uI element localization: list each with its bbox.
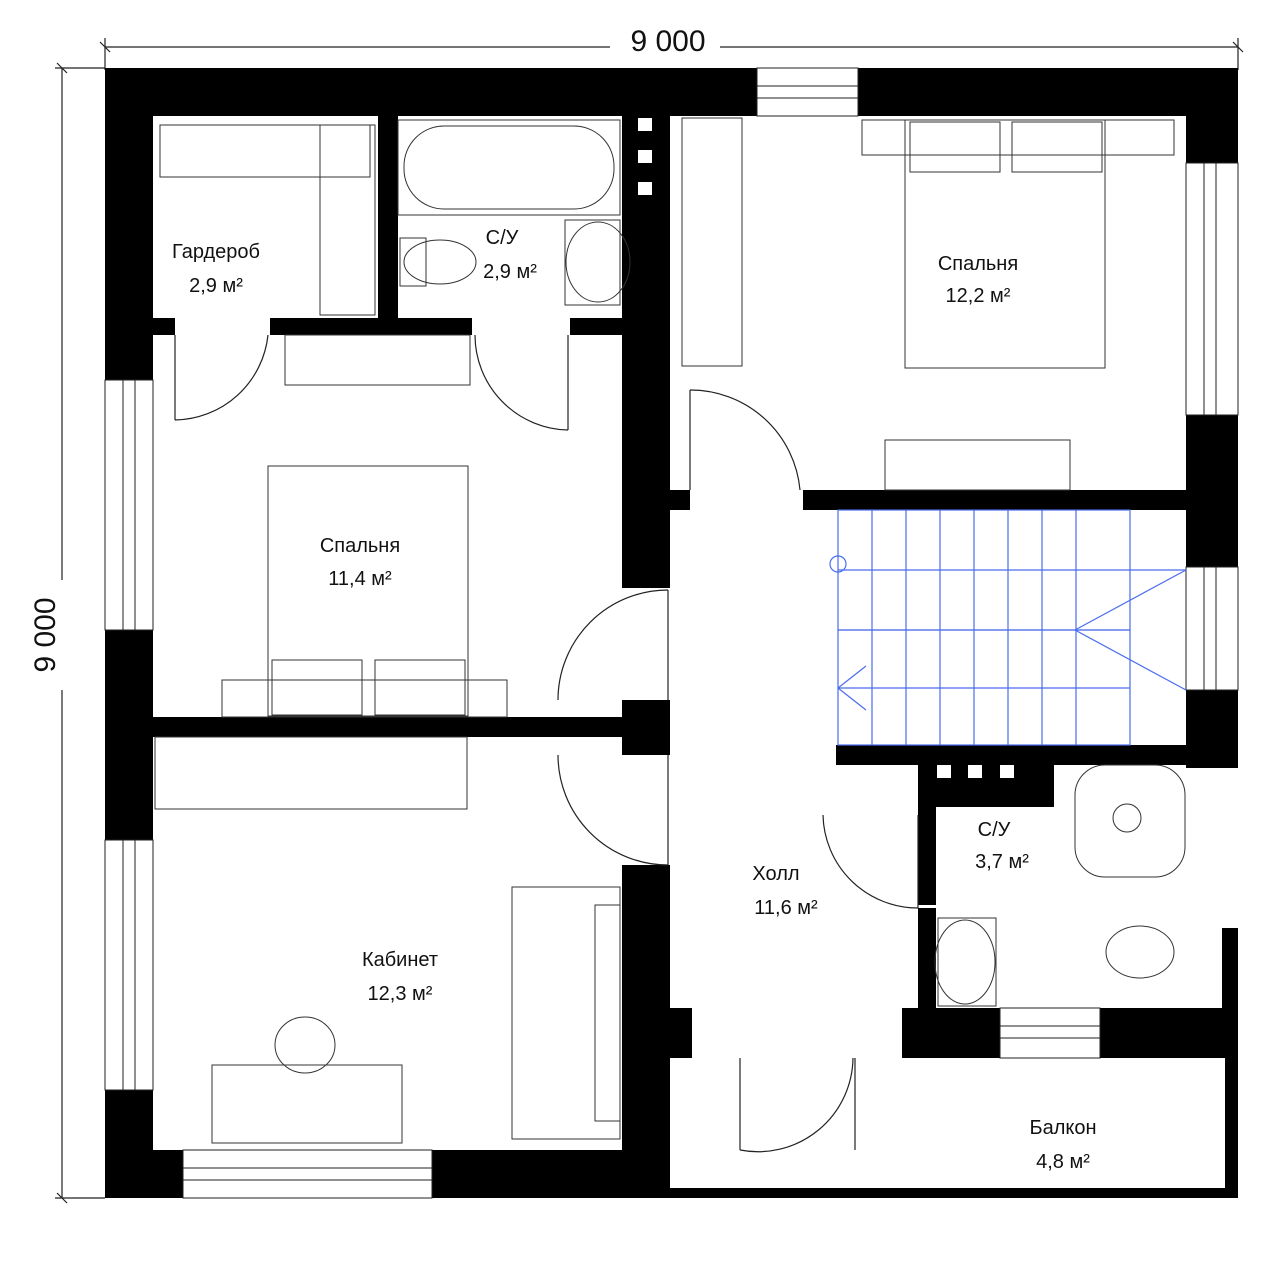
room-name-hall: Холл: [752, 863, 799, 885]
furniture: [154, 117, 1186, 1144]
dimension-height: 9 000: [29, 597, 62, 672]
room-area-wardrobe: 2,9 м²: [189, 275, 243, 297]
room-name-bathroom-top: С/У: [486, 227, 519, 249]
room-area-bathroom-right: 3,7 м²: [975, 851, 1029, 873]
staircase: [829, 509, 1187, 746]
room-area-office: 12,3 м²: [368, 983, 433, 1005]
room-name-balcony: Балкон: [1029, 1117, 1096, 1139]
windows: [104, 67, 1239, 1199]
room-name-bathroom-right: С/У: [978, 819, 1011, 841]
room-labels: Гардероб 2,9 м² С/У 2,9 м² Спальня 12,2 …: [172, 227, 1097, 1173]
room-name-bedroom-right: Спальня: [938, 253, 1018, 275]
room-area-hall: 11,6 м²: [754, 897, 818, 919]
room-name-office: Кабинет: [362, 949, 438, 971]
room-area-bathroom-top: 2,9 м²: [483, 261, 537, 283]
room-name-wardrobe: Гардероб: [172, 241, 260, 263]
dimension-width: 9 000: [630, 25, 705, 58]
vent-holes: [638, 118, 1014, 778]
doors: [174, 334, 919, 1153]
room-area-balcony: 4,8 м²: [1036, 1151, 1090, 1173]
room-area-bedroom-right: 12,2 м²: [946, 285, 1011, 307]
room-area-bedroom-left: 11,4 м²: [328, 568, 392, 590]
room-name-bedroom-left: Спальня: [320, 535, 400, 557]
